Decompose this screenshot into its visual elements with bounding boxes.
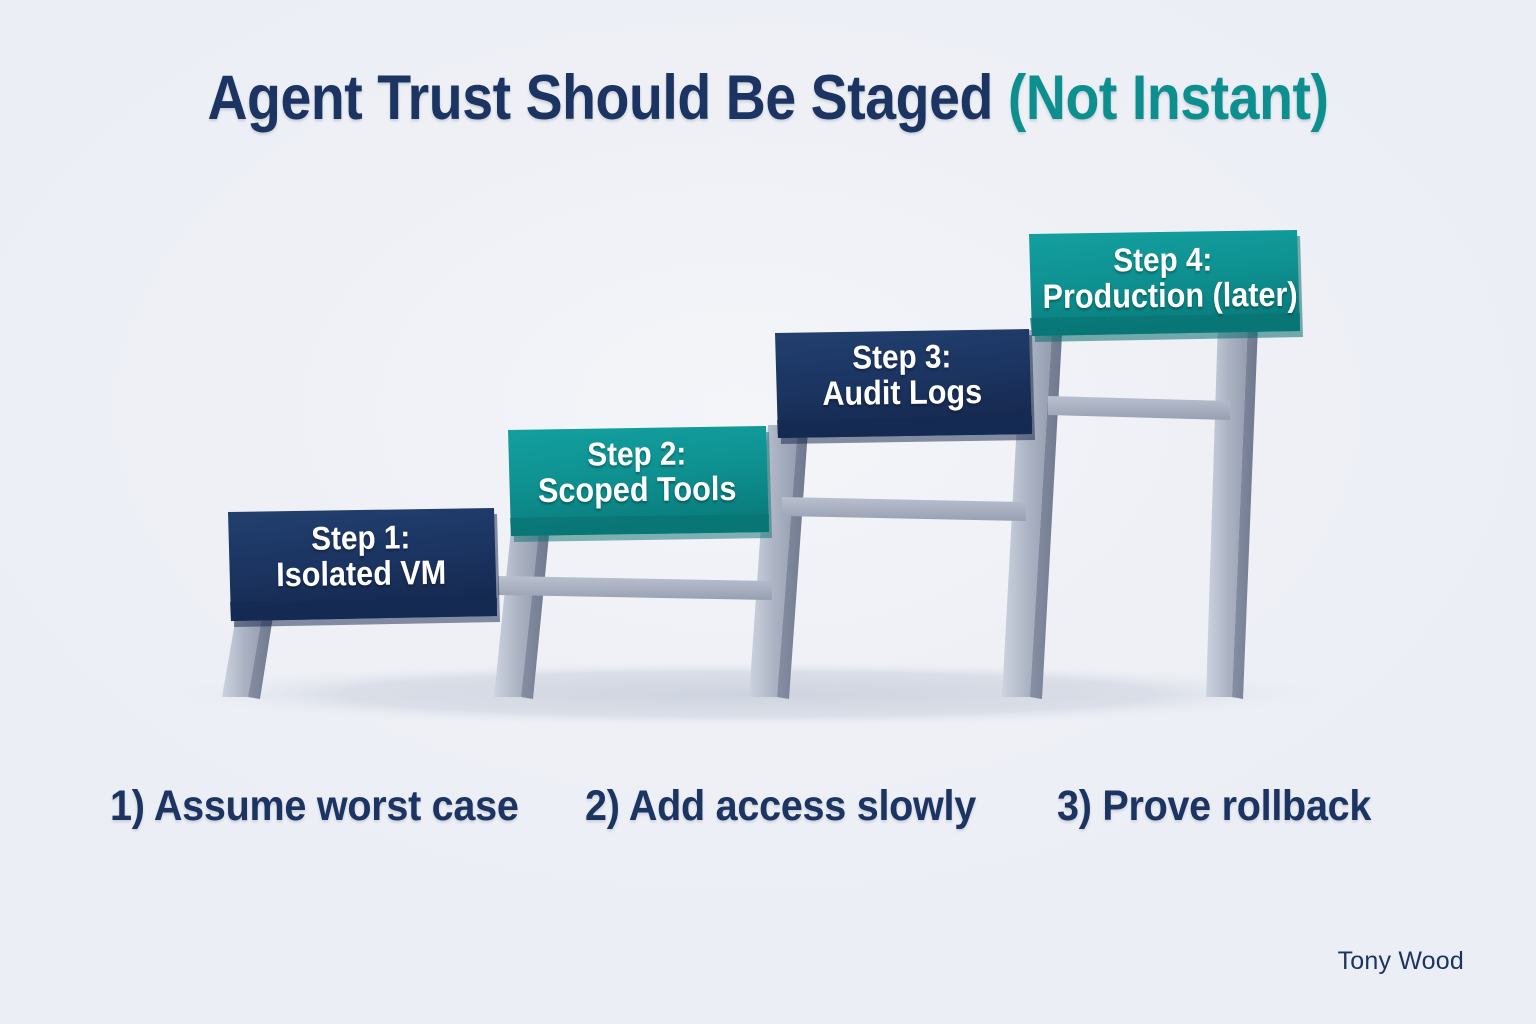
post-5	[1206, 320, 1258, 699]
caption-item-2: 2) Add access slowly	[585, 782, 976, 830]
post-1	[222, 605, 274, 699]
caption-item-3: 3) Prove rollback	[1057, 782, 1372, 830]
post-3	[749, 425, 808, 699]
sign-board-3[interactable]	[775, 329, 1035, 444]
author-signature: Tony Wood	[1337, 947, 1464, 975]
sign-board-1[interactable]	[228, 508, 500, 627]
ground-shadow	[170, 662, 1326, 726]
title-accent-text: (Not Instant)	[1007, 63, 1329, 133]
rung-3	[1048, 396, 1230, 420]
post-2	[494, 520, 550, 699]
title-main-text: Agent Trust Should Be Staged	[207, 63, 1008, 133]
post-4	[1002, 330, 1062, 699]
rung-1	[498, 576, 772, 600]
page-title: Agent Trust Should Be Staged (Not Instan…	[0, 62, 1536, 134]
sign-board-2[interactable]	[508, 426, 772, 542]
caption-row: 1) Assume worst case 2) Add access slowl…	[0, 782, 1536, 858]
caption-item-1: 1) Assume worst case	[110, 782, 519, 830]
sign-board-4[interactable]	[1029, 230, 1303, 342]
rung-2	[782, 497, 1026, 521]
